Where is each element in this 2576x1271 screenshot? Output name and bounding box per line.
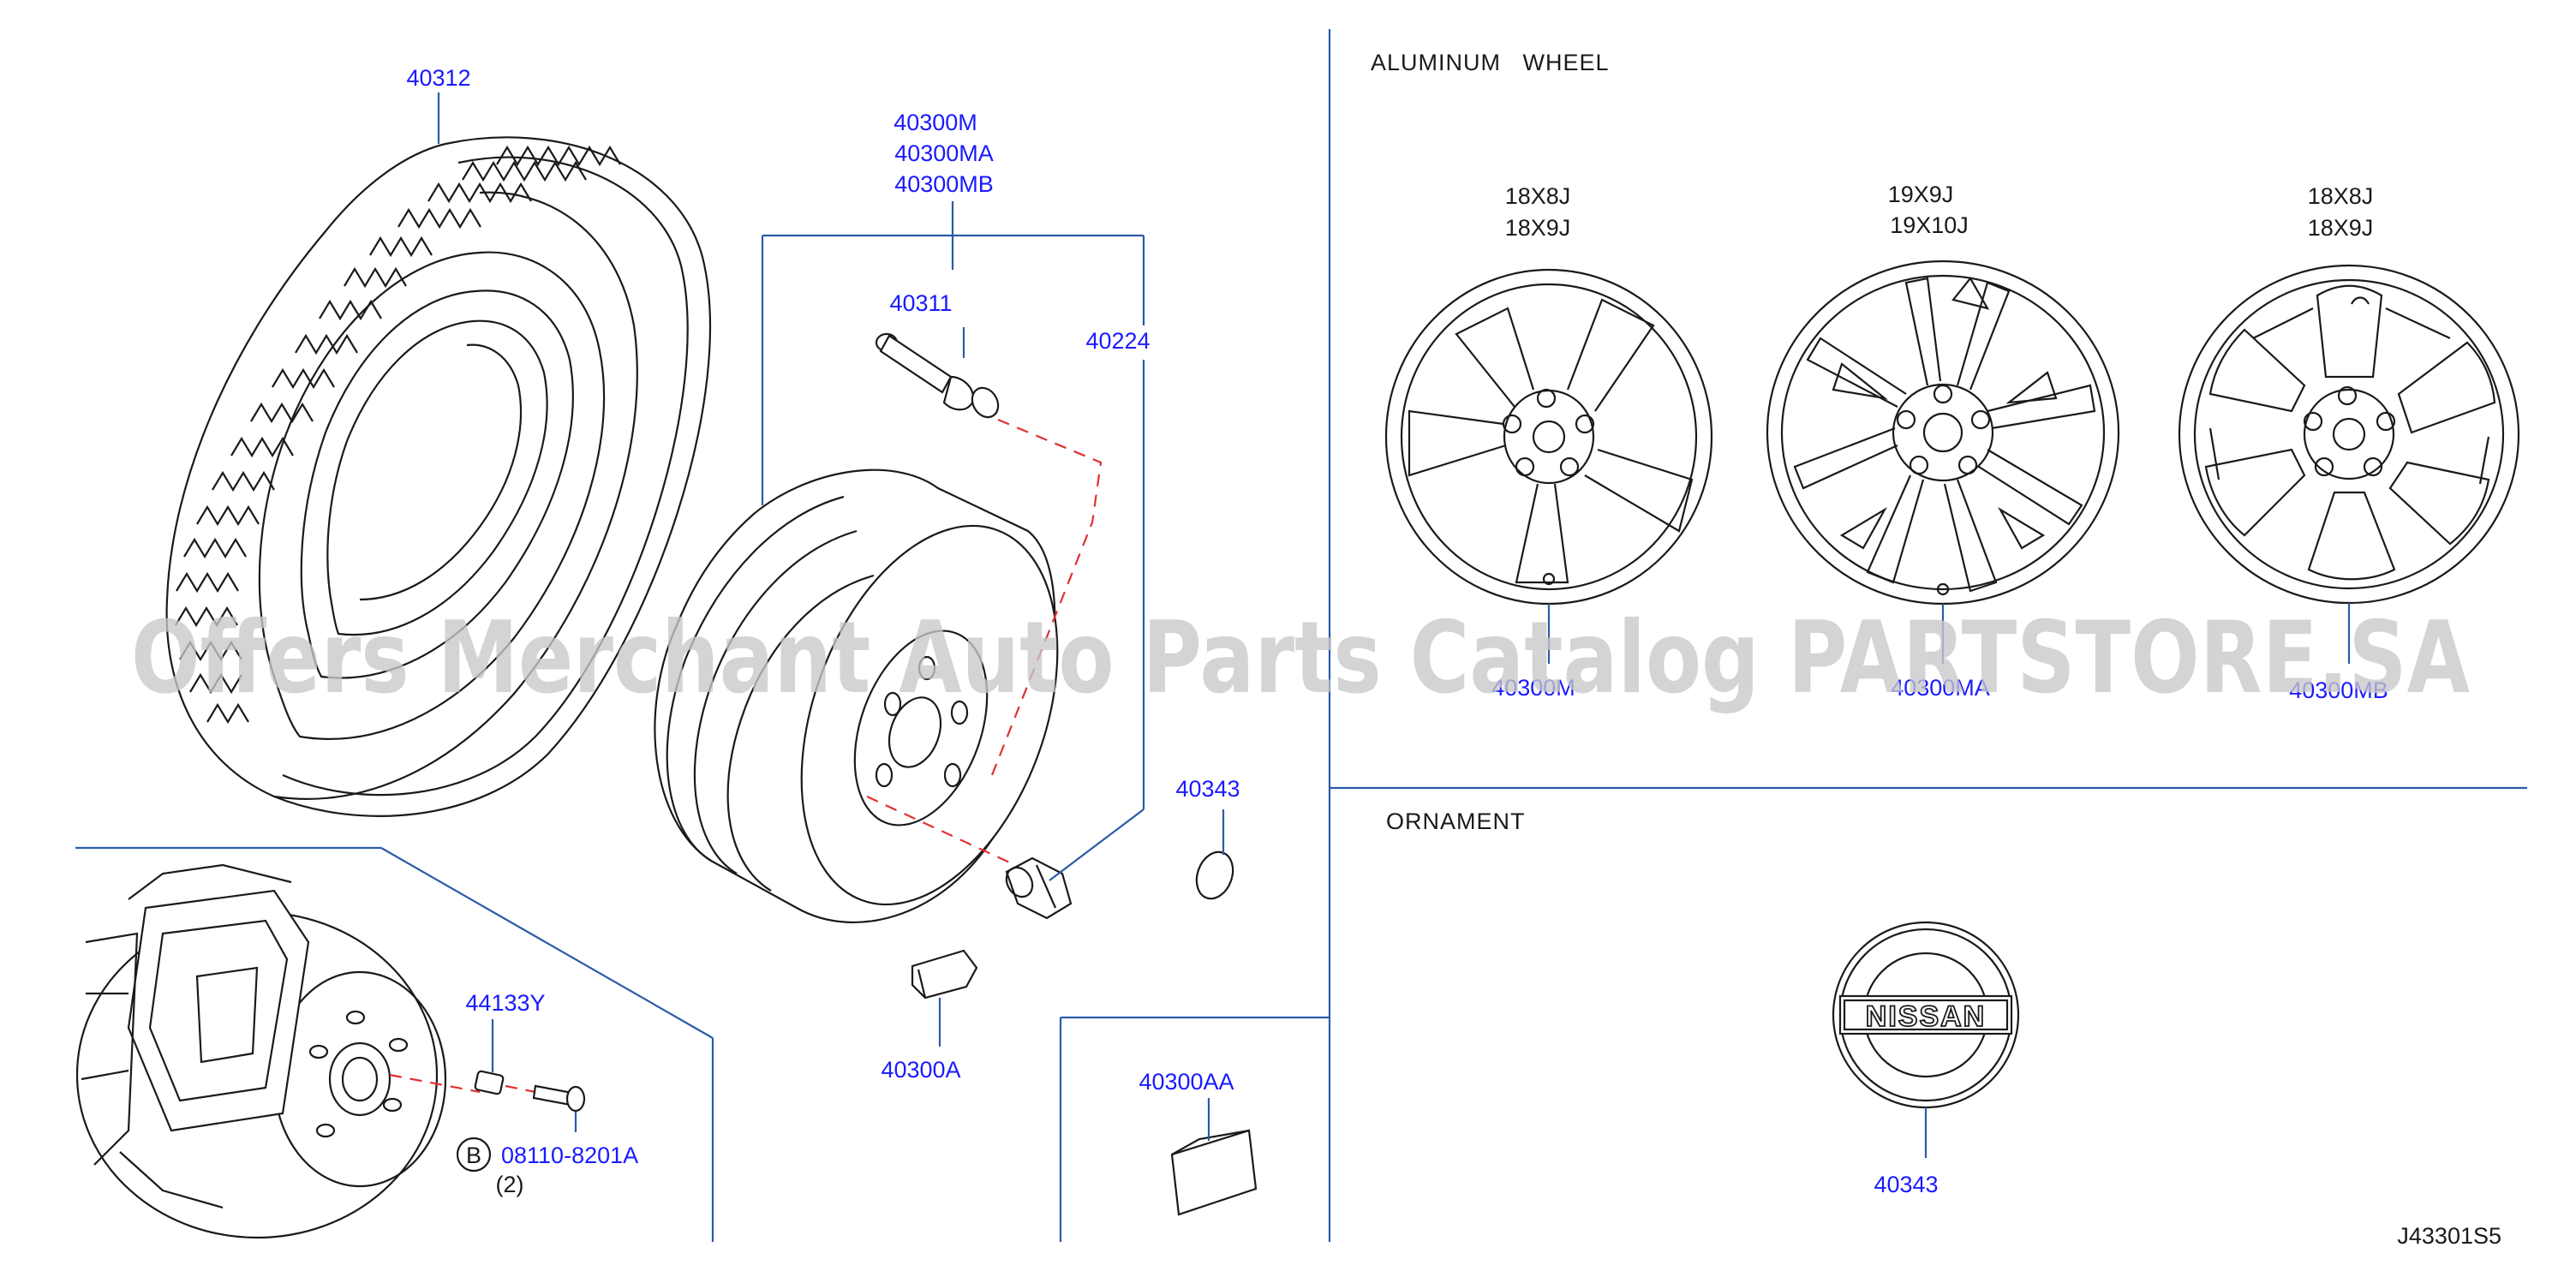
part-number-wheel2-ref[interactable]: 40300MA [1891,675,1990,701]
part-number-wheel3-ref[interactable]: 40300MB [2289,677,2388,703]
center-cap-small-illustration [1195,850,1234,900]
section-title-aluminum-wheel: ALUMINUM WHEEL [1371,50,1610,75]
part-number-cap-small[interactable]: 40343 [1175,776,1240,802]
tire-illustration [165,136,712,817]
wheel3-size-b: 18X9J [2308,215,2374,241]
wheel2-size-a: 19X9J [1888,182,1954,207]
wheel2-size-b: 19X10J [1890,212,1969,238]
part-number-wheel-m[interactable]: 40300M [894,110,977,135]
part-number-wheel1-ref[interactable]: 40300M [1491,675,1575,701]
part-number-hub-bolt[interactable]: 44133Y [465,990,545,1016]
part-number-wheel-ma[interactable]: 40300MA [894,140,994,166]
part-number-tire[interactable]: 40312 [406,65,470,91]
part-number-valve[interactable]: 40311 [889,290,952,316]
part-number-wheel-mb[interactable]: 40300MB [894,171,994,197]
leader-lines [437,92,2351,1158]
lug-nut-illustration [1005,856,1073,920]
hub-bolt-illustration [474,1070,586,1113]
tpms-sensor-illustration [1170,1129,1258,1216]
watermark-text: Offers Merchant Auto Parts Catalog PARTS… [131,600,2470,716]
valve-stem-illustration [875,332,1000,419]
brake-hub-illustration [75,863,447,1239]
hub-bolt-guide-line [389,1073,481,1094]
bolt-quantity: (2) [496,1172,524,1197]
balance-weight-illustration [911,949,978,999]
alloy-wheel-2-illustration [1766,260,2120,606]
nissan-emblem-illustration [1832,921,2020,1109]
bolt-symbol-letter: B [466,1143,481,1168]
section-title-ornament: ORNAMENT [1386,809,1526,834]
part-number-bolt-code[interactable]: 08110-8201A [501,1143,638,1168]
section-dividers [75,29,2527,1242]
wheel3-size-a: 18X8J [2308,183,2374,209]
bolt-symbol-circle [456,1137,492,1173]
part-number-sensor[interactable]: 40300AA [1139,1069,1234,1095]
part-number-cap-center[interactable]: 40343 [1874,1172,1938,1197]
diagram-code: J43301S5 [2397,1223,2501,1249]
wheel1-size-b: 18X9J [1505,215,1571,241]
part-number-nut[interactable]: 40224 [1085,328,1150,354]
alloy-wheel-1-illustration [1384,268,1713,606]
steel-wheel-illustration [654,468,1059,924]
alloy-wheel-3-illustration [2178,264,2520,605]
emblem-text: NISSAN [1866,1000,1986,1033]
nut-guide-line [866,796,1016,866]
wheel1-size-a: 18X8J [1505,183,1571,209]
part-number-balance-weight[interactable]: 40300A [881,1057,960,1083]
